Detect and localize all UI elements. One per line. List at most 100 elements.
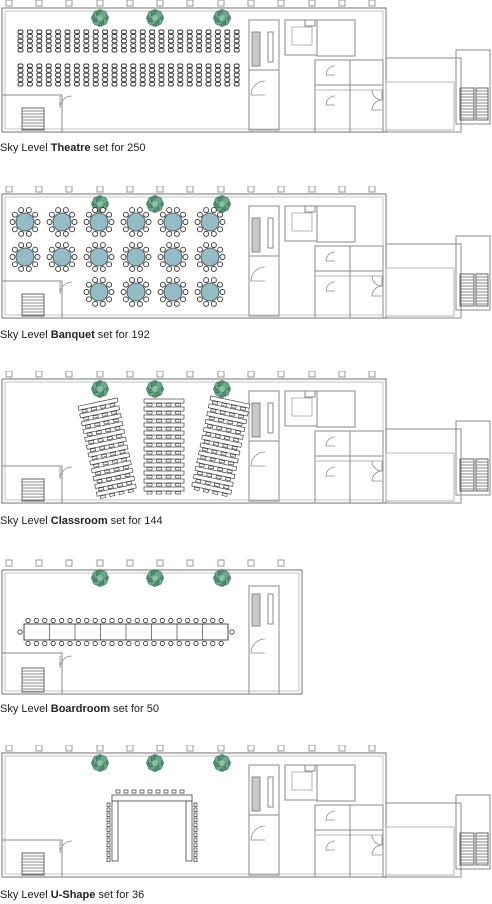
chair-icon (92, 72, 99, 78)
chair-icon (158, 81, 165, 87)
chair-icon (102, 72, 109, 78)
caption-style: U-Shape (50, 889, 96, 901)
door-swing (371, 99, 383, 111)
chair-icon (92, 47, 99, 53)
east-stair-room (455, 235, 491, 311)
floor-plan-classroom: Sky Level Classroom set for 144 (0, 371, 492, 531)
service-room (248, 585, 280, 695)
column-icon (65, 559, 73, 567)
classroom-block (143, 398, 185, 495)
chair-icon (55, 34, 62, 39)
chair-icon (205, 81, 212, 87)
stairs-icon (475, 832, 489, 866)
chair-icon (83, 77, 90, 82)
chair-icon (177, 77, 184, 82)
chair-icon (83, 72, 90, 78)
chair-icon (17, 63, 24, 69)
boardroom-table (17, 617, 235, 647)
caption-prefix: Sky Level (0, 329, 51, 341)
boardroom-diagram (1, 559, 303, 695)
chair-icon (111, 38, 118, 44)
chair-icon (120, 63, 127, 69)
chair-icon (92, 43, 99, 48)
ushape-diagram (1, 745, 491, 878)
chair-icon (102, 47, 109, 53)
column-icon (5, 371, 13, 378)
chair-icon (83, 68, 90, 73)
round-table-icon (157, 207, 189, 237)
chair-icon (205, 72, 212, 78)
column-icon (156, 559, 164, 567)
chair-icon (167, 43, 174, 48)
door-swing (59, 466, 73, 480)
column-icon (217, 371, 225, 378)
door-swing (371, 275, 383, 287)
column-icon (186, 371, 194, 378)
chair-icon (130, 68, 137, 73)
chair-icon (45, 43, 52, 48)
chair-icon (120, 29, 127, 35)
column-icon (96, 371, 104, 378)
chair-icon (26, 77, 33, 82)
stairs-icon (21, 852, 45, 876)
east-wing (385, 802, 462, 878)
stairs-icon (21, 478, 45, 502)
chair-icon (83, 81, 90, 87)
floor-plan-ushape: Sky Level U-Shape set for 36 (0, 745, 492, 904)
caption-prefix: Sky Level (0, 515, 51, 527)
caption-prefix: Sky Level (0, 142, 51, 154)
chair-icon (186, 47, 193, 53)
chair-icon (186, 63, 193, 69)
column-icon (96, 0, 104, 7)
hall-outer-wall (1, 569, 303, 695)
door-swing (250, 266, 266, 282)
door-swing (325, 436, 336, 447)
chair-icon (73, 43, 80, 48)
chair-icon (83, 29, 90, 35)
chair-icon (214, 63, 221, 69)
classroom-block (77, 397, 137, 499)
door-swing (371, 89, 383, 101)
chair-icon (149, 81, 156, 87)
chair-icon (45, 77, 52, 82)
chair-icon (139, 63, 146, 69)
chair-icon (139, 77, 146, 82)
chair-icon (73, 68, 80, 73)
chair-icon (158, 47, 165, 53)
door-swing (59, 840, 73, 854)
east-wing (385, 57, 462, 133)
chair-icon (177, 29, 184, 35)
round-table-icon (46, 207, 78, 237)
chair-icon (167, 29, 174, 35)
chair-icon (196, 81, 203, 87)
door-swing (250, 638, 266, 654)
chair-icon (149, 63, 156, 69)
chair-icon (17, 72, 24, 78)
round-table-icon (120, 242, 152, 272)
chair-icon (73, 38, 80, 44)
chair-icon (36, 63, 43, 69)
chair-icon (102, 68, 109, 73)
chair-icon (149, 47, 156, 53)
door-swing (371, 285, 383, 297)
chair-icon (36, 77, 43, 82)
chair-icon (64, 38, 71, 44)
door-swing (325, 281, 336, 292)
chair-icon (83, 34, 90, 39)
banquet-diagram (1, 186, 491, 319)
chair-icon (83, 47, 90, 53)
column-icon (156, 371, 164, 378)
chair-icon (196, 77, 203, 82)
column-icon (126, 745, 134, 752)
chair-icon (196, 38, 203, 44)
stairs-icon (475, 458, 489, 492)
vent (304, 390, 316, 398)
column-icon (217, 559, 225, 567)
caption-suffix: set for 192 (94, 329, 150, 341)
chair-icon (205, 47, 212, 53)
chair-icon (224, 38, 231, 44)
chair-icon (158, 34, 165, 39)
column-icon (5, 0, 13, 7)
chair-icon (26, 72, 33, 78)
door-swing (325, 810, 336, 821)
